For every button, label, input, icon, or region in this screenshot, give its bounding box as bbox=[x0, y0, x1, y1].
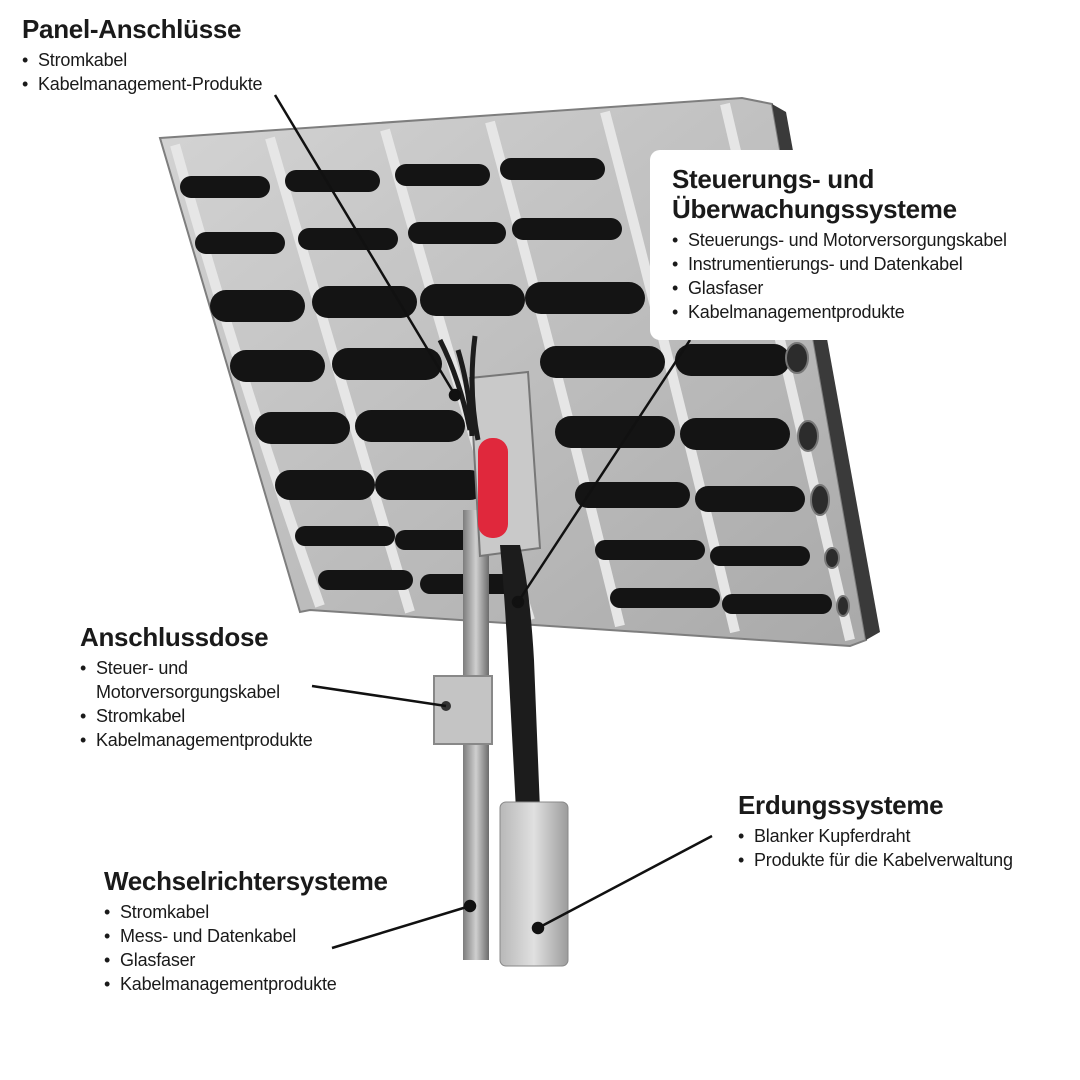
junction-box bbox=[433, 675, 493, 745]
leader-lines bbox=[273, 94, 713, 950]
leader-box bbox=[311, 684, 447, 708]
ground-post bbox=[499, 801, 569, 967]
callout-title: Steuerungs- und Überwachungssysteme bbox=[672, 164, 1030, 224]
mast-assembly bbox=[433, 335, 569, 967]
leader-ground bbox=[537, 834, 713, 930]
leader-ground-dot bbox=[531, 921, 545, 935]
callout-title-line1: Steuerungs- und bbox=[672, 164, 875, 194]
leader-panel bbox=[273, 94, 457, 396]
callout-title: Erdungssysteme bbox=[738, 790, 944, 820]
leader-control bbox=[516, 339, 692, 603]
list-item: Mess- und Datenkabel bbox=[104, 924, 388, 948]
list-item: Glasfaser bbox=[104, 948, 388, 972]
cable-bundle bbox=[500, 545, 540, 810]
list-item: Steuer- und Motorversorgungskabel bbox=[80, 656, 330, 704]
callout-junction-box: Anschlussdose Steuer- und Motorversorgun… bbox=[80, 622, 330, 752]
list-item: Kabelmanagementprodukte bbox=[80, 728, 330, 752]
leader-panel-dot bbox=[448, 388, 462, 402]
callout-title: Anschlussdose bbox=[80, 622, 269, 652]
list-item: Kabelmanagement-Produkte bbox=[22, 72, 263, 96]
callout-list: Blanker Kupferdraht Produkte für die Kab… bbox=[738, 824, 1013, 872]
panel-slots bbox=[180, 158, 832, 614]
list-item: Stromkabel bbox=[22, 48, 262, 72]
leader-inverter-dot bbox=[463, 899, 477, 913]
callout-panel-connections: Panel-Anschlüsse Stromkabel Kabelmanagem… bbox=[22, 14, 263, 96]
callout-list: Stromkabel Mess- und Datenkabel Glasfase… bbox=[104, 900, 388, 996]
list-item: Steuerungs- und Motorversorgungskabel bbox=[672, 228, 1030, 252]
list-item: Instrumentierungs- und Datenkabel bbox=[672, 252, 1030, 276]
callout-list: Stromkabel Kabelmanagement-Produkte bbox=[22, 48, 263, 96]
callout-control-monitoring: Steuerungs- und Überwachungssysteme Steu… bbox=[650, 150, 1030, 340]
callout-list: Steuer- und Motorversorgungskabel Stromk… bbox=[80, 656, 330, 752]
list-item: Kabelmanagementprodukte bbox=[104, 972, 388, 996]
callout-grounding-systems: Erdungssysteme Blanker Kupferdraht Produ… bbox=[738, 790, 1013, 872]
list-item: Glasfaser bbox=[672, 276, 1030, 300]
leader-control-dot bbox=[511, 595, 525, 609]
loose-cables bbox=[437, 335, 481, 441]
panel-edge-holes bbox=[785, 342, 850, 617]
callout-inverter-systems: Wechselrichtersysteme Stromkabel Mess- u… bbox=[104, 866, 388, 996]
actuator-red bbox=[478, 438, 508, 538]
list-item: Stromkabel bbox=[80, 704, 330, 728]
callout-title: Panel-Anschlüsse bbox=[22, 14, 242, 44]
list-item: Kabelmanagementprodukte bbox=[672, 300, 1030, 324]
list-item: Blanker Kupferdraht bbox=[738, 824, 1013, 848]
list-item: Produkte für die Kabelverwaltung bbox=[738, 848, 1013, 872]
list-item: Stromkabel bbox=[104, 900, 388, 924]
callout-title: Wechselrichtersysteme bbox=[104, 866, 388, 896]
callout-title-line2: Überwachungssysteme bbox=[672, 194, 957, 224]
callout-list: Steuerungs- und Motorversorgungskabel In… bbox=[672, 228, 1030, 324]
